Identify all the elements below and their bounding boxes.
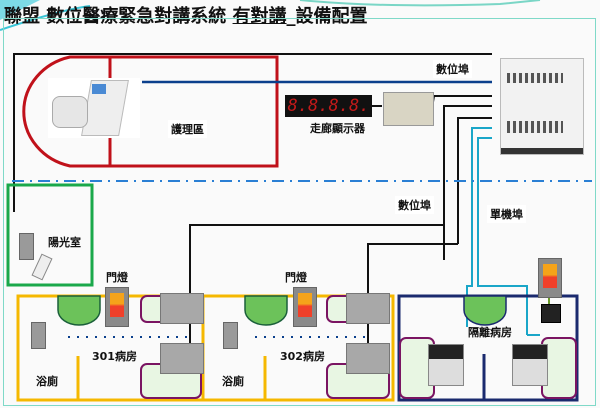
- bedside-intercom-302b[interactable]: [346, 343, 390, 374]
- isolation-room-label: 隔離病房: [468, 326, 512, 339]
- door-light-label-1: 門燈: [106, 271, 128, 284]
- nurse-station-label: 護理區: [168, 120, 207, 138]
- door-light-301: [105, 287, 129, 327]
- title-underlined: 有對講: [232, 6, 287, 27]
- digital-line-3: [457, 117, 492, 244]
- digital-port-label-mid: 數位埠: [395, 196, 434, 214]
- curtain-302: [244, 295, 288, 326]
- sunroom-call-button[interactable]: [19, 233, 34, 260]
- display-controller: [383, 92, 434, 126]
- title-suffix: _設備配置: [286, 6, 368, 27]
- bedside-intercom-302a[interactable]: [346, 293, 390, 324]
- door-light-label-2: 門燈: [285, 271, 307, 284]
- nurse-master-phone[interactable]: [48, 78, 140, 138]
- single-line-2: [477, 137, 528, 335]
- header-banner: 聯盟 數位醫療緊急對講系統 有對講_設備配置: [0, 0, 600, 36]
- door-light-isolation: [538, 258, 562, 298]
- title-prefix: 聯盟 數位醫療緊急對講系統: [4, 6, 233, 27]
- digital-line-2: [443, 105, 492, 260]
- banner-swoosh: [0, 0, 541, 31]
- pbx-cabinet: [500, 58, 584, 155]
- bathroom-label-2: 浴廁: [222, 375, 244, 388]
- relay-module: [541, 304, 561, 323]
- corridor-display-label: 走廊顯示器: [310, 122, 365, 135]
- corridor-display: 8.8.8.8.: [285, 95, 372, 117]
- digital-line-top: [13, 53, 492, 212]
- digital-line-302: [367, 243, 458, 365]
- curtain-301: [57, 295, 101, 326]
- curtain-isolation: [463, 295, 507, 326]
- door-light-302: [293, 287, 317, 327]
- bathroom-label-1: 浴廁: [36, 375, 58, 388]
- room-302-label: 302病房: [280, 350, 325, 363]
- isolation-video-unit-a[interactable]: [428, 344, 464, 386]
- bathroom-call-button-301[interactable]: [31, 322, 46, 349]
- sunroom-label: 陽光室: [48, 236, 81, 249]
- nurse-zone-arc: [22, 55, 110, 168]
- isolation-video-unit-b[interactable]: [512, 344, 548, 386]
- bedside-intercom-301a[interactable]: [160, 293, 204, 324]
- single-port-label: 單機埠: [487, 205, 526, 223]
- page-title: 聯盟 數位醫療緊急對講系統 有對講_設備配置: [4, 2, 368, 28]
- diagram-frame: [3, 18, 596, 406]
- room-301-label: 301病房: [92, 350, 137, 363]
- digital-port-label-top: 數位埠: [433, 60, 472, 78]
- bedside-intercom-301b[interactable]: [160, 343, 204, 374]
- sunroom-box: [6, 183, 94, 287]
- bathroom-call-button-302[interactable]: [223, 322, 238, 349]
